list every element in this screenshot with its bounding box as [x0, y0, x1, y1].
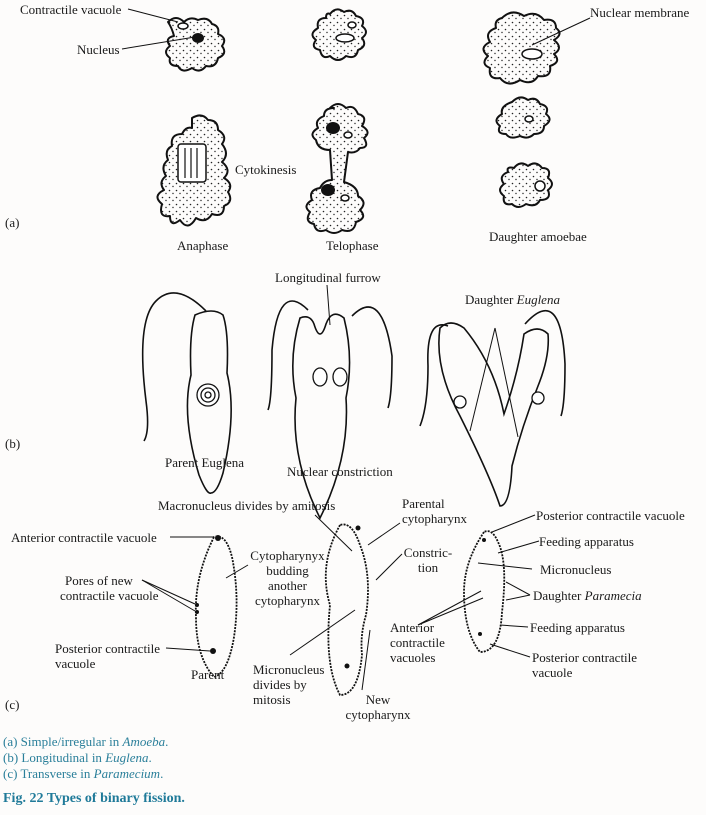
- label-parent: Parent: [191, 667, 225, 682]
- panel-c-marker: (c): [5, 697, 20, 712]
- caption-a: (a) Simple/irregular in Amoeba.: [3, 734, 169, 749]
- euglena-daughters: [438, 322, 550, 507]
- amoeba-resting: [165, 17, 226, 72]
- label-anterior-cv: Anterior contractile vacuole: [11, 530, 157, 545]
- figure-title: Fig. 22 Types of binary fission.: [3, 791, 185, 806]
- paramecium-dividing: [324, 523, 369, 696]
- label-constriction: Constric-tion: [403, 545, 453, 575]
- label-posterior-cv-top: Posterior contractile vacuole: [536, 508, 685, 523]
- caption-b: (b) Longitudinal in Euglena.: [3, 750, 152, 765]
- label-macronucleus: Macronucleus divides by amitosis: [158, 498, 336, 513]
- label-parent-euglena: Parent Euglena: [165, 455, 245, 470]
- amoeba-metaphase: [482, 11, 561, 85]
- label-micronucleus: Micronucleus: [540, 562, 612, 577]
- panel-b-marker: (b): [5, 436, 21, 451]
- euglena-dividing: [292, 313, 351, 520]
- label-nuclear-membrane: Nuclear membrane: [590, 5, 690, 20]
- label-anaphase: Anaphase: [177, 238, 229, 253]
- label-longitudinal-furrow: Longitudinal furrow: [275, 270, 381, 285]
- label-daughter-euglena: Daughter Euglena: [465, 292, 560, 307]
- paramecia-daughters: [463, 530, 506, 653]
- panel-a-marker: (a): [5, 215, 20, 230]
- caption-c: (c) Transverse in Paramecium.: [3, 766, 164, 781]
- daughter-amoeba-2: [499, 162, 553, 208]
- daughter-amoeba-1: [495, 96, 551, 139]
- euglena-parent: [186, 310, 232, 494]
- label-cytokinesis: Cytokinesis: [235, 162, 297, 177]
- label-daughter-amoebae: Daughter amoebae: [489, 229, 587, 244]
- label-nucleus: Nucleus: [77, 42, 120, 57]
- label-feeding-bottom: Feeding apparatus: [530, 620, 625, 635]
- label-nuclear-constriction: Nuclear constriction: [287, 464, 393, 479]
- label-telophase: Telophase: [326, 238, 379, 253]
- paramecium-parent: [194, 535, 238, 679]
- label-contractile-vacuole: Contractile vacuole: [20, 2, 122, 17]
- label-feeding-top: Feeding apparatus: [539, 534, 634, 549]
- label-daughter-paramecia: Daughter Paramecia: [533, 588, 642, 603]
